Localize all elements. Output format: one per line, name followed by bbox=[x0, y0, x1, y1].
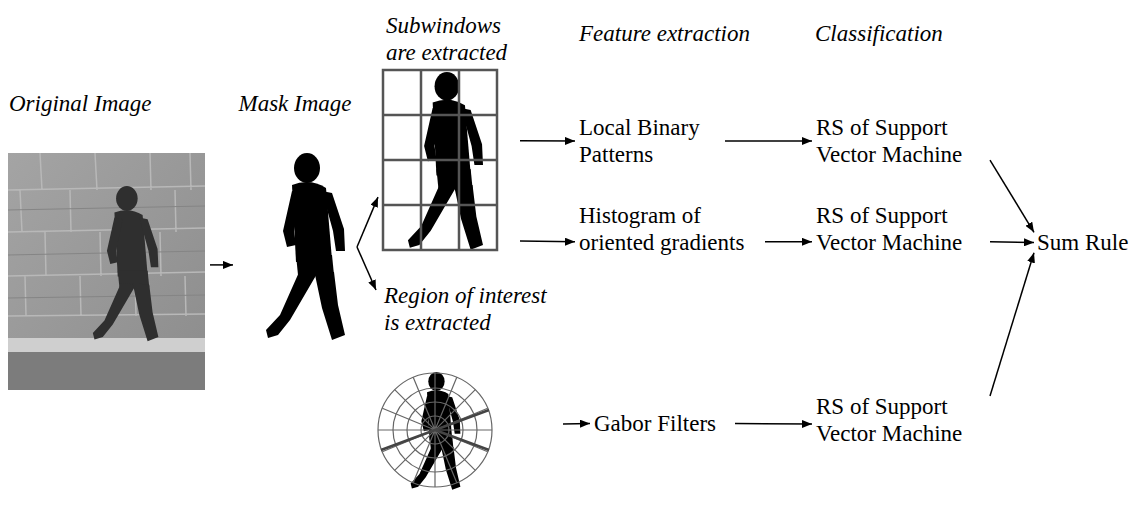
flow-arrow bbox=[520, 240, 575, 242]
classifier-text: RS of Support Vector Machine bbox=[812, 112, 990, 170]
wall-tiles bbox=[8, 153, 205, 316]
grid-lines bbox=[383, 70, 497, 250]
image-panel: Subwindows are extracted bbox=[378, 10, 520, 252]
panel-heading: Region of interest is extracted bbox=[384, 282, 559, 336]
feature-text: Gabor Filters bbox=[590, 408, 735, 439]
flow-arrow bbox=[990, 253, 1034, 396]
flow-arrow bbox=[357, 197, 378, 247]
polar-grid bbox=[378, 372, 492, 490]
column-heading: Classification bbox=[812, 18, 992, 49]
node-label: RS of Support Vector Machine bbox=[816, 114, 986, 168]
flow-arrow bbox=[990, 241, 1034, 243]
spokes bbox=[378, 373, 492, 487]
walking-person bbox=[93, 186, 159, 341]
classifier-text: RS of Support Vector Machine bbox=[812, 200, 990, 258]
feature-text: Local Binary Patterns bbox=[575, 112, 725, 170]
wall bbox=[8, 153, 205, 390]
image-panel: Mask Image bbox=[233, 88, 357, 347]
node-label: RS of Support Vector Machine bbox=[816, 202, 986, 256]
silhouette bbox=[266, 153, 345, 340]
flow-arrow bbox=[735, 423, 812, 425]
dark-spokes bbox=[381, 410, 489, 450]
column-heading: Feature extraction bbox=[576, 18, 786, 49]
photo bbox=[8, 153, 205, 390]
node-label: Gabor Filters bbox=[594, 410, 731, 437]
classifier-text: RS of Support Vector Machine bbox=[812, 391, 990, 449]
node-label: Local Binary Patterns bbox=[579, 114, 721, 168]
flow-arrow bbox=[765, 241, 812, 243]
ring bbox=[378, 373, 492, 487]
flow-arrow bbox=[563, 423, 590, 425]
flow-arrow bbox=[210, 264, 233, 266]
node-label: Histogram of oriented gradients bbox=[579, 202, 761, 256]
flow-arrow bbox=[990, 160, 1034, 232]
fusion-text: Sum Rule bbox=[1034, 227, 1136, 258]
node-label: Sum Rule bbox=[1037, 229, 1133, 256]
image-panel: Region of interest is extracted bbox=[376, 280, 563, 492]
feature-text: Histogram of oriented gradients bbox=[575, 200, 765, 258]
curb bbox=[8, 338, 205, 352]
panel-heading: Original Image bbox=[9, 90, 207, 117]
image-panel: Original Image bbox=[6, 88, 210, 392]
subwindow-grid bbox=[383, 70, 497, 250]
grid-frame bbox=[383, 70, 497, 250]
panel-heading: Subwindows are extracted bbox=[386, 12, 516, 66]
wall-shading bbox=[8, 206, 205, 298]
flow-arrow bbox=[520, 140, 575, 142]
panel-heading: Mask Image bbox=[236, 90, 354, 117]
flow-arrow bbox=[725, 140, 812, 142]
node-label: RS of Support Vector Machine bbox=[816, 393, 986, 447]
road bbox=[8, 352, 205, 390]
flow-arrow bbox=[357, 247, 376, 290]
